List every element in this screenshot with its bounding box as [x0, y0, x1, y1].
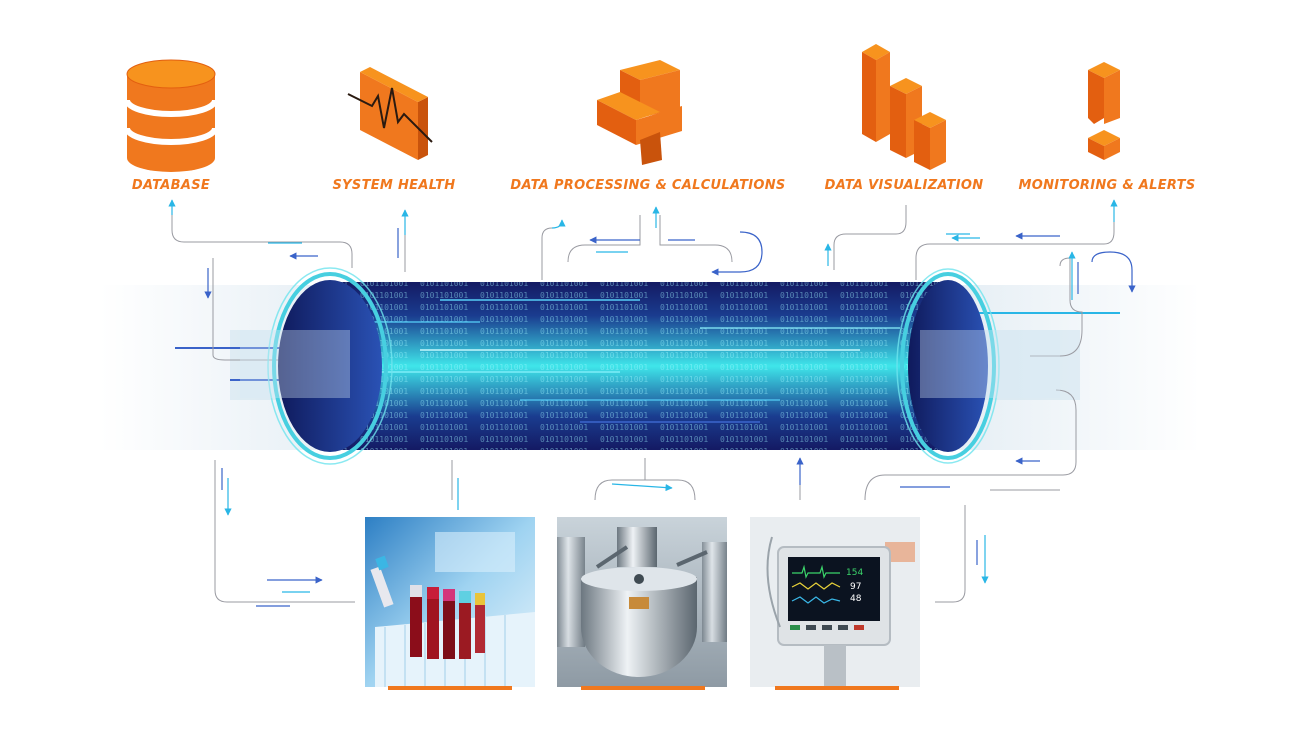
label-monitoring-alerts: MONITORING & ALERTS [1018, 178, 1196, 193]
data-pipe [330, 282, 950, 450]
label-data-processing: DATA PROCESSING & CALCULATIONS [510, 178, 786, 193]
connector-lines [171, 205, 1115, 603]
label-data-visualization: DATA VISUALIZATION [824, 178, 984, 193]
stream-glass-right [920, 330, 1060, 398]
flow-arrows [168, 199, 1136, 607]
database-icon [124, 59, 218, 172]
test-tubes-underline [388, 686, 512, 690]
monitor-value-1: 154 [846, 568, 863, 578]
alert-icon [1088, 62, 1120, 160]
monitor-value-3: 48 [850, 594, 862, 604]
pipe-end-left [267, 267, 393, 465]
test-tubes-photo [365, 517, 535, 687]
bioreactor-photo [557, 517, 727, 687]
label-database: DATABASE [131, 178, 211, 193]
label-system-health: SYSTEM HEALTH [332, 178, 456, 193]
stream-glass-left [240, 330, 350, 398]
bioreactor-underline [581, 686, 705, 690]
patient-monitor-photo: 154 97 48 [750, 517, 920, 687]
system-health-icon [347, 67, 433, 160]
data-processing-icon [597, 60, 682, 165]
patient-monitor-underline [775, 686, 899, 690]
pipe-end-right [896, 268, 1000, 464]
bar-chart-icon [862, 44, 946, 170]
monitor-value-2: 97 [850, 582, 861, 592]
